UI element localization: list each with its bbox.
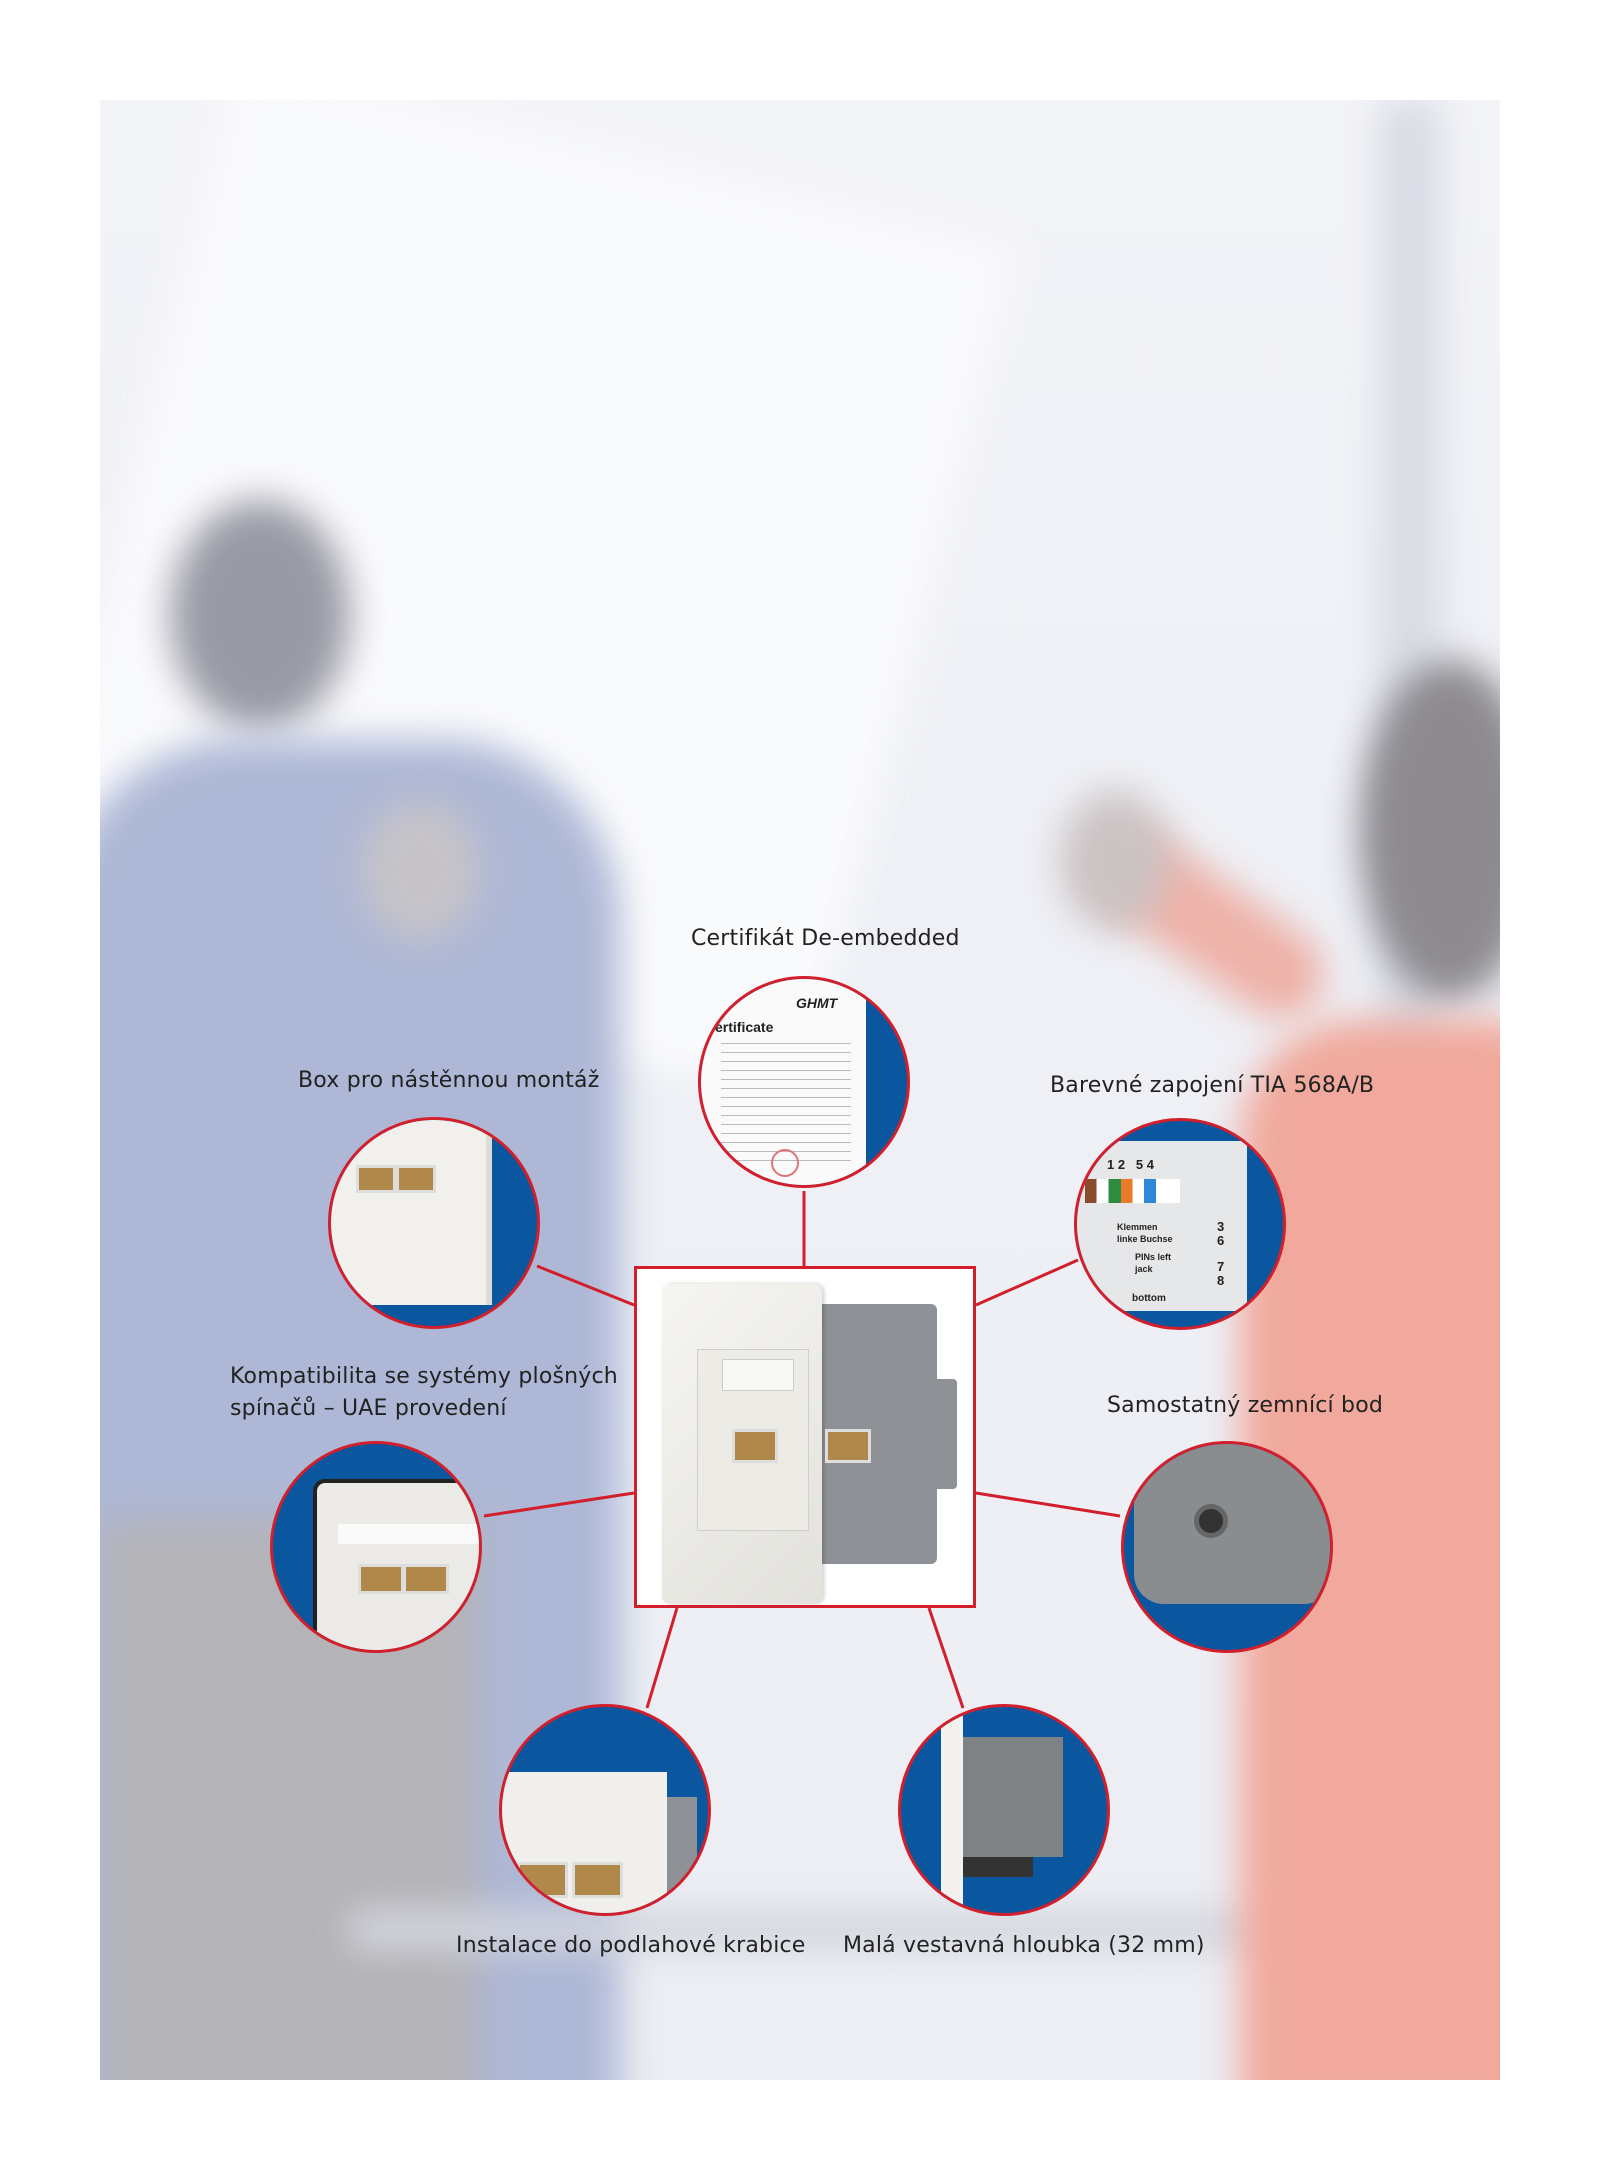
label-certificate: Certifikát De-embedded (691, 926, 960, 951)
rj45-jack-left (732, 1429, 778, 1463)
rj45-jack (358, 1564, 404, 1594)
certificate-logo: GHMT (796, 995, 838, 1011)
insert-body (963, 1737, 1063, 1857)
label-depth: Malá vestavná hloubka (32 mm) (843, 1933, 1205, 1958)
detail-compat (270, 1441, 482, 1653)
line-floor-box (645, 1607, 679, 1709)
pin-7: 7 (1217, 1259, 1225, 1274)
bottom-label: bottom (1132, 1293, 1166, 1304)
man-hand (360, 800, 480, 940)
label-tia-wiring: Barevné zapojení TIA 568A/B (1050, 1073, 1375, 1098)
certificate-title: ertificate (715, 1019, 774, 1035)
product-image-outlet (634, 1266, 976, 1608)
pins-top: 1 2 5 4 (1107, 1157, 1154, 1172)
pin-6: 6 (1217, 1233, 1225, 1248)
detail-depth (898, 1704, 1110, 1916)
label-wall-box: Box pro nástěnnou montáž (298, 1068, 600, 1093)
rj45-jack-right (825, 1429, 871, 1463)
certificate-seal (771, 1149, 799, 1177)
label-compat: Kompatibilita se systémy plošných spínač… (230, 1361, 618, 1425)
label-grounding: Samostatný zemnící bod (1107, 1393, 1384, 1418)
line-tia (975, 1258, 1079, 1307)
rj45-jack (403, 1564, 449, 1594)
man-head (170, 500, 350, 730)
rj45-jack (517, 1862, 568, 1898)
certificate-text-lines (721, 1043, 851, 1163)
mounting-slot (1174, 1609, 1244, 1629)
side-plate (941, 1707, 963, 1913)
label-compat-line2: spínačů – UAE provedení (230, 1396, 507, 1421)
insert-base (963, 1857, 1033, 1877)
metal-bracket (667, 1797, 697, 1907)
rj45-jack (356, 1165, 396, 1193)
detail-certificate: GHMT ertificate (698, 976, 910, 1188)
ground-screw (1194, 1504, 1228, 1538)
label-strip (722, 1359, 794, 1391)
klemmen-label: Klemmen linke Buchse (1117, 1222, 1173, 1244)
color-wires (1085, 1179, 1180, 1203)
detail-tia-wiring: 1 2 5 4 Klemmen linke Buchse PINs left j… (1074, 1118, 1286, 1330)
pins-label: PINs left jack (1135, 1252, 1172, 1274)
pin-3: 3 (1217, 1219, 1225, 1234)
line-depth (927, 1607, 965, 1709)
pin-8: 8 (1217, 1273, 1225, 1288)
line-wall-box (536, 1264, 635, 1307)
detail-grounding (1121, 1441, 1333, 1653)
label-floor-box: Instalace do podlahové krabice (456, 1933, 806, 1958)
rj45-jack (572, 1862, 623, 1898)
woman-hand (1060, 790, 1170, 930)
wall-box-plate (331, 1120, 492, 1305)
line-grounding (975, 1491, 1121, 1518)
rj45-jack (396, 1165, 436, 1193)
label-compat-line1: Kompatibilita se systémy plošných (230, 1364, 618, 1389)
line-compat (483, 1491, 635, 1518)
metal-housing (1134, 1444, 1330, 1604)
label-strip (338, 1524, 479, 1544)
metal-ear (897, 1379, 957, 1489)
woman-hair (1360, 660, 1500, 1000)
detail-wall-box (328, 1117, 540, 1329)
terminal-block (1077, 1141, 1247, 1311)
detail-floor-box (499, 1704, 711, 1916)
